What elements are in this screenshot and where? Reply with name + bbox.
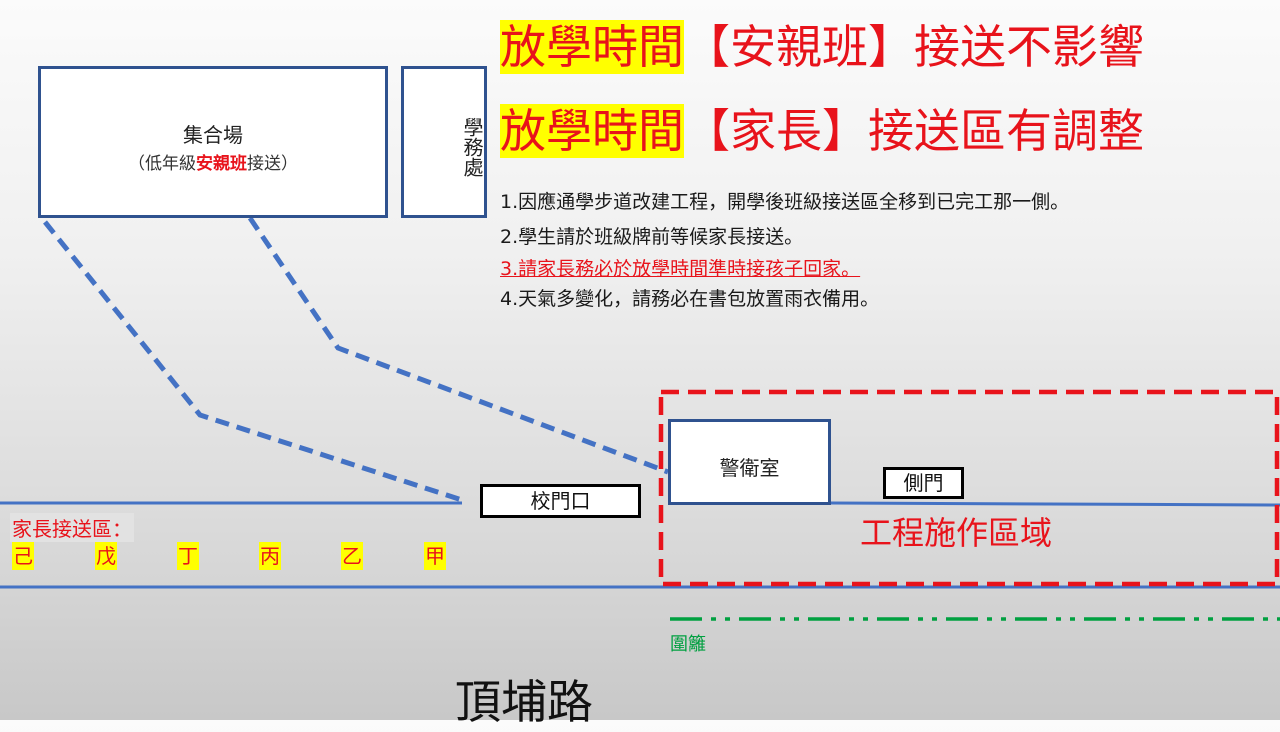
student-affairs-office-box: 學務處 (401, 66, 487, 218)
road-edge-top-right (829, 501, 1280, 507)
gathering-area-subtitle: （低年級安親班接送） (41, 149, 385, 174)
subtitle-highlight: 安親班 (196, 154, 247, 174)
gathering-area-box: 集合場 （低年級安親班接送） (38, 66, 388, 218)
pickup-zone-ji: 己 (12, 542, 34, 570)
pickup-zone-yi: 乙 (341, 542, 363, 570)
heading-time-highlight: 放學時間 (500, 20, 684, 74)
heading-text: 【家長】接送區有調整 (684, 104, 1144, 158)
pickup-zone-bing: 丙 (259, 542, 281, 570)
subtitle-suffix: 接送） (247, 154, 298, 174)
note-4: 4.天氣多變化，請務必在書包放置雨衣備用。 (500, 288, 880, 310)
fence-label: 圍籬 (670, 634, 706, 655)
pickup-zone-ding: 丁 (177, 542, 199, 570)
heading-text: 【安親班】接送不影響 (684, 20, 1144, 74)
heading-parent-pickup: 放學時間【家長】接送區有調整 (500, 101, 1144, 161)
heading-time-highlight: 放學時間 (500, 104, 684, 158)
gathering-area-title: 集合場 (183, 123, 243, 147)
school-gate-label: 校門口 (480, 484, 641, 518)
parent-pickup-area-title: 家長接送區： (10, 513, 134, 542)
pickup-zone-jia: 甲 (424, 542, 446, 570)
road-name: 頂埔路 (455, 675, 593, 729)
note-1: 1.因應通學步道改建工程，開學後班級接送區全移到已完工那一側。 (500, 191, 1070, 213)
guard-room-box: 警衛室 (668, 419, 831, 505)
walkway-path-left (43, 220, 463, 503)
pickup-zone-wu: 戊 (95, 542, 117, 570)
subtitle-prefix: （低年級 (128, 154, 196, 174)
note-3: 3.請家長務必於放學時間準時接孩子回家。 (500, 258, 861, 280)
heading-afterschool-program: 放學時間【安親班】接送不影響 (500, 17, 1144, 77)
note-2: 2.學生請於班級牌前等候家長接送。 (500, 226, 804, 248)
guard-room-label: 警衛室 (719, 456, 780, 480)
side-gate-label: 側門 (883, 467, 964, 499)
construction-zone-label: 工程施作區域 (860, 514, 1053, 552)
student-affairs-office-label: 學務處 (460, 117, 484, 177)
